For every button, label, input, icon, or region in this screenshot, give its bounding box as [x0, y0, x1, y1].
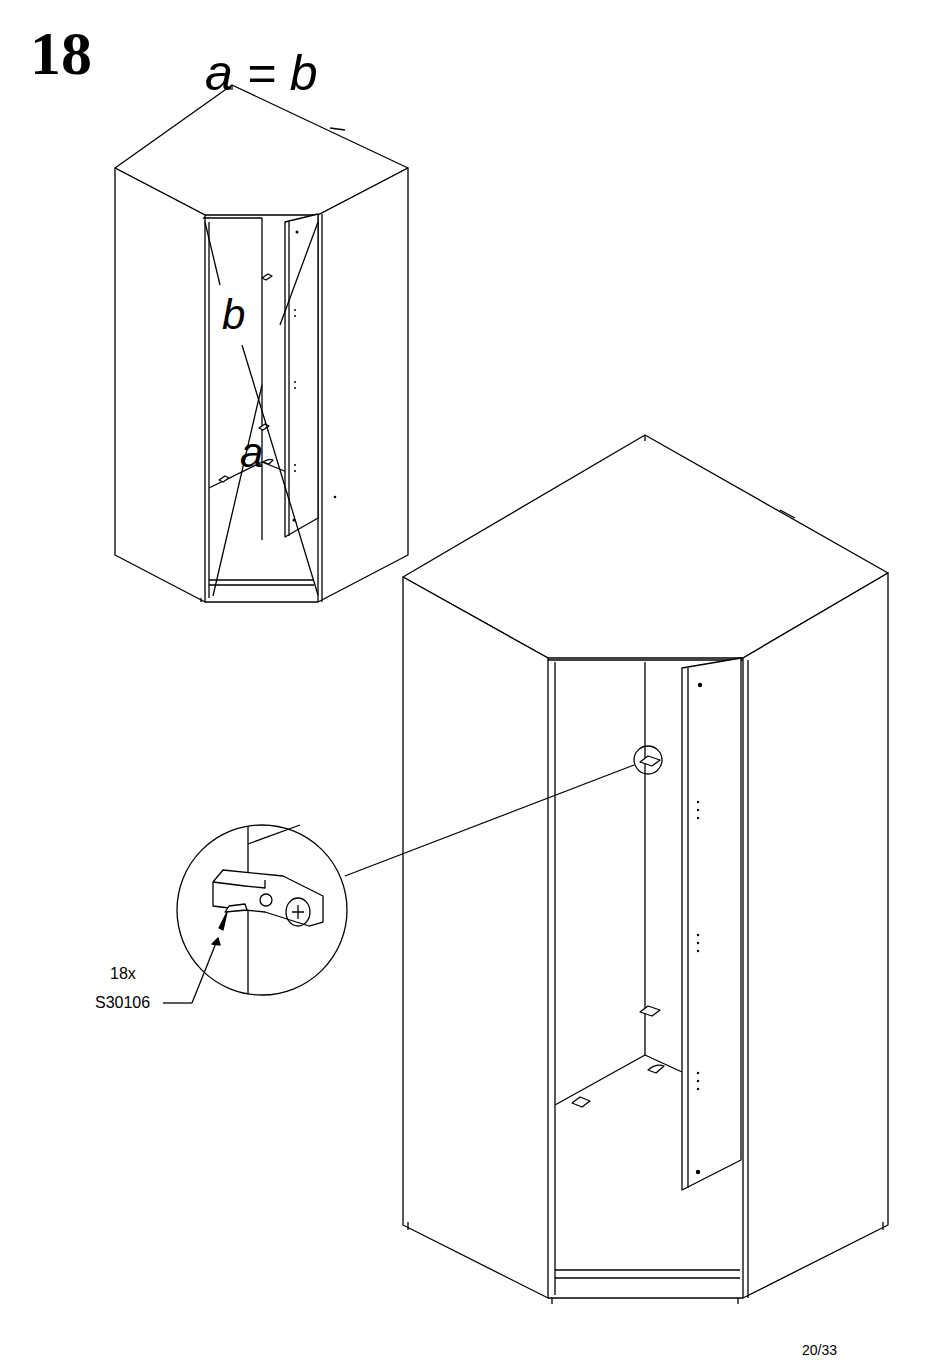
part-number: S30106: [95, 995, 150, 1011]
step-number: 18: [30, 22, 92, 84]
large-cabinet: [345, 435, 888, 1304]
page-number: 20/33: [802, 1343, 837, 1357]
dimension-label: a: [240, 432, 263, 474]
small-cabinet: [115, 85, 408, 602]
detail-zoom: [163, 825, 347, 1003]
equation-label: a = b: [205, 48, 318, 98]
dimension-label: b: [222, 294, 245, 336]
quantity-label: 18x: [110, 966, 136, 982]
